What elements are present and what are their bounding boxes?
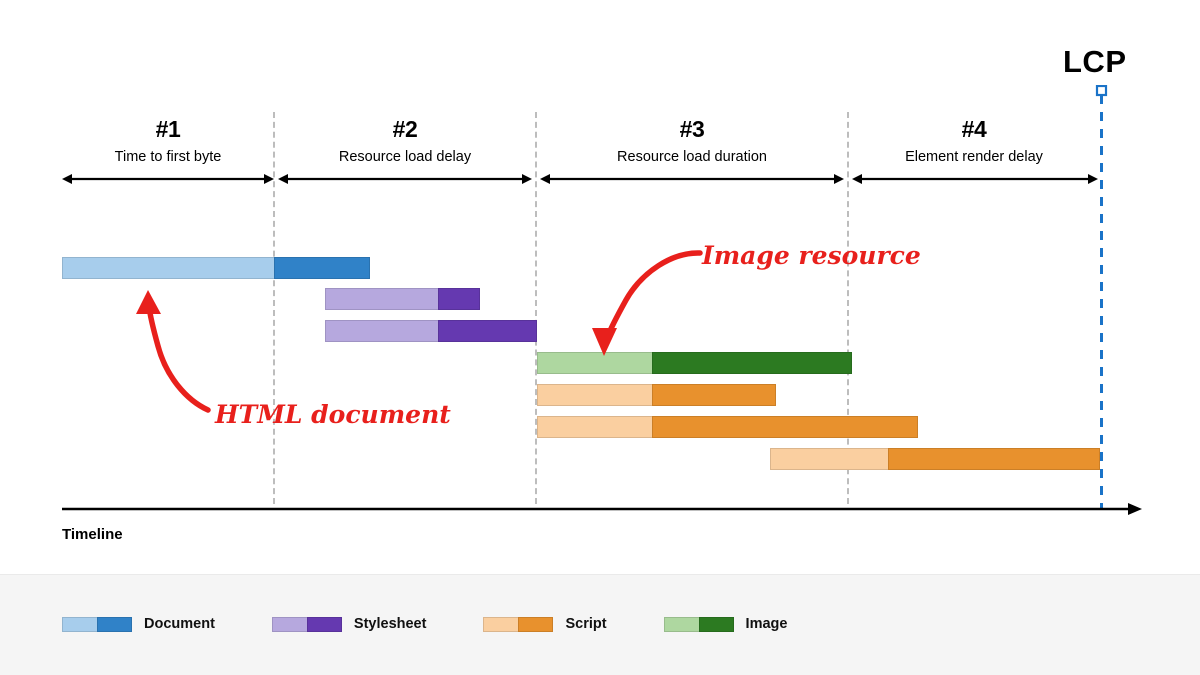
legend-item-image: Image bbox=[663, 616, 788, 632]
phase-arrow-1 bbox=[62, 174, 274, 184]
timeline-axis-label: Timeline bbox=[62, 526, 123, 543]
swatch-light bbox=[483, 616, 519, 632]
swatch-dark bbox=[97, 616, 132, 632]
bar-segment-light bbox=[62, 257, 274, 279]
legend-item-script: Script bbox=[483, 616, 607, 632]
bar-script-2 bbox=[537, 416, 918, 438]
bar-segment-light bbox=[537, 416, 652, 438]
bar-segment-dark bbox=[274, 257, 370, 279]
swatch-dark bbox=[518, 616, 554, 632]
swatch-light bbox=[62, 616, 97, 632]
bar-segment-light bbox=[537, 352, 652, 374]
phase-number-2: #2 bbox=[392, 116, 418, 142]
bar-segment-light bbox=[770, 448, 888, 470]
phase-arrow-3 bbox=[540, 174, 844, 184]
swatch-dark bbox=[306, 616, 342, 632]
bar-segment-light bbox=[537, 384, 652, 406]
legend-item-stylesheet: Stylesheet bbox=[271, 616, 427, 632]
annotation-html-document: HTML document bbox=[215, 400, 451, 429]
swatch-light bbox=[663, 616, 699, 632]
bar-stylesheet-1 bbox=[325, 288, 480, 310]
phase-number-3: #3 bbox=[679, 116, 705, 142]
legend-label-document: Document bbox=[144, 616, 215, 632]
legend-label-stylesheet: Stylesheet bbox=[353, 616, 427, 632]
bar-segment-light bbox=[325, 320, 438, 342]
phase-label-3: #3 Resource load duration bbox=[538, 116, 846, 168]
bar-segment-dark bbox=[888, 448, 1100, 470]
bar-segment-dark bbox=[438, 320, 537, 342]
phase-arrow-4 bbox=[852, 174, 1098, 184]
legend-swatch-image bbox=[663, 616, 734, 632]
phase-divider-1 bbox=[273, 112, 275, 504]
bar-segment-dark bbox=[438, 288, 480, 310]
lcp-label: LCP bbox=[1063, 44, 1127, 79]
legend-swatch-script bbox=[483, 616, 554, 632]
phase-number-1: #1 bbox=[155, 116, 181, 142]
phase-arrow-2 bbox=[278, 174, 532, 184]
bar-segment-dark bbox=[652, 352, 852, 374]
phase-name-1: Time to first byte bbox=[114, 149, 222, 165]
legend-item-document: Document bbox=[62, 616, 215, 632]
legend-label-image: Image bbox=[745, 616, 788, 632]
phase-label-1: #1 Time to first byte bbox=[62, 116, 274, 168]
phase-name-4: Element render delay bbox=[905, 149, 1043, 165]
legend-swatch-document bbox=[62, 616, 132, 632]
timeline-axis bbox=[62, 503, 1142, 515]
swatch-light bbox=[271, 616, 307, 632]
phase-divider-3 bbox=[847, 112, 849, 504]
phase-name-3: Resource load duration bbox=[617, 149, 767, 165]
legend-panel: Document Stylesheet Script bbox=[0, 574, 1200, 675]
bar-stylesheet-2 bbox=[325, 320, 537, 342]
bar-script-1 bbox=[537, 384, 776, 406]
bar-segment-dark bbox=[652, 416, 918, 438]
image-resource-arrow-icon bbox=[592, 250, 703, 356]
legend-items: Document Stylesheet Script bbox=[62, 616, 844, 632]
bar-segment-dark bbox=[652, 384, 776, 406]
phase-label-2: #2 Resource load delay bbox=[276, 116, 534, 168]
swatch-dark bbox=[698, 616, 734, 632]
bar-image bbox=[537, 352, 852, 374]
phase-name-2: Resource load delay bbox=[338, 149, 472, 165]
legend-label-script: Script bbox=[565, 616, 607, 632]
bar-script-3 bbox=[770, 448, 1100, 470]
annotation-image-resource: Image resource bbox=[702, 241, 921, 270]
phase-divider-2 bbox=[535, 112, 537, 504]
bar-document bbox=[62, 257, 370, 279]
phase-number-4: #4 bbox=[961, 116, 987, 142]
html-document-arrow-icon bbox=[136, 290, 211, 413]
bar-segment-light bbox=[325, 288, 438, 310]
legend-swatch-stylesheet bbox=[271, 616, 342, 632]
phase-label-4: #4 Element render delay bbox=[850, 116, 1098, 168]
chart-plot-area: #1 Time to first byte #2 Resource load d… bbox=[62, 44, 1142, 543]
lcp-marker-line bbox=[1095, 85, 1108, 510]
